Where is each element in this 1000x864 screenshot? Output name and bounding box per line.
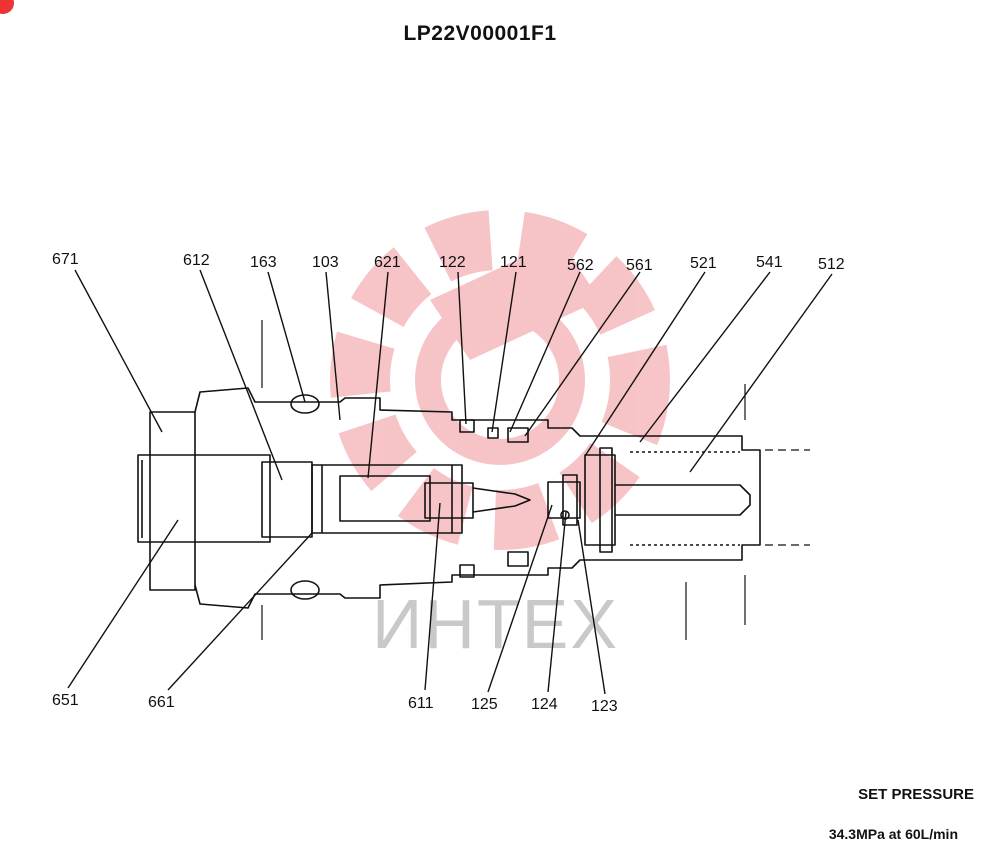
o-ring-top [290,394,320,414]
label-521: 521 [690,255,717,272]
label-123: 123 [591,698,618,715]
piston [424,482,474,519]
label-671: 671 [52,251,79,268]
cap-nut [149,411,196,591]
set-pressure-label: SET PRESSURE [858,786,974,803]
plunger-rod [615,484,751,516]
watermark-text: ИНТЕХ [372,585,619,663]
label-611: 611 [408,695,434,712]
o-ring-bottom [290,580,320,600]
set-pressure-value: 34.3MPa at 60L/min [828,826,958,842]
drawing-title: LP22V00001F1 [403,22,557,45]
valve-body [194,387,761,609]
label-125: 125 [471,696,498,713]
label-541: 541 [756,254,783,271]
seat [547,481,581,519]
label-651: 651 [52,692,79,709]
label-121: 121 [500,254,527,271]
label-122: 122 [439,254,466,271]
label-621: 621 [374,254,401,271]
label-163: 163 [250,254,277,271]
label-103: 103 [312,254,339,271]
backup-ring-122 [459,419,475,433]
sleeve [311,464,463,534]
o-ring-562 [507,427,529,443]
adjusting-screw [137,454,271,543]
label-124: 124 [531,696,558,713]
watermark-logo [330,210,670,550]
label-562: 562 [567,257,594,274]
label-612: 612 [183,252,210,269]
label-512: 512 [818,256,845,273]
seat-ring [562,474,578,526]
label-561: 561 [626,257,653,274]
corner-badge-icon [0,0,14,14]
leader-lines [67,269,833,695]
label-661: 661 [148,694,175,711]
housing-outline [261,320,810,640]
spring [339,475,431,522]
poppet [472,487,531,513]
